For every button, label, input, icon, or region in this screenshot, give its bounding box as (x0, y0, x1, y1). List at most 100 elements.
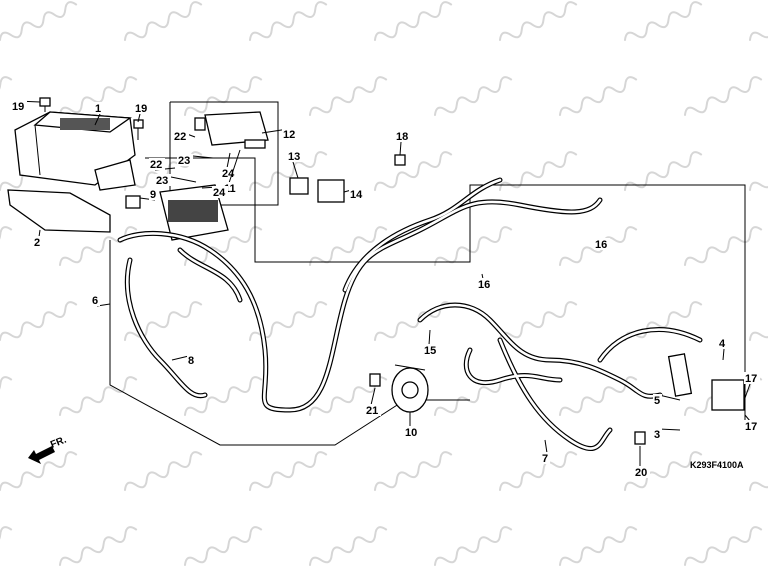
watermark-mark (309, 526, 388, 566)
part-callout-9: 9 (150, 189, 156, 201)
wire-highlight (598, 328, 702, 362)
watermark-mark (624, 1, 703, 41)
callout-background (718, 337, 727, 349)
part-callout-24: 24 (222, 168, 235, 180)
watermark-mark (434, 226, 513, 266)
leader-line (544, 439, 548, 454)
callout-background (634, 466, 650, 478)
watermark-mark (374, 1, 453, 41)
watermark-mark (499, 151, 578, 191)
watermark-mark (374, 151, 453, 191)
leader-line (228, 149, 241, 184)
part-callout-1: 1 (95, 103, 101, 115)
callout-background (212, 186, 228, 198)
callout-background (653, 394, 662, 406)
part-callout-3: 3 (654, 429, 660, 441)
watermark-mark (499, 1, 578, 41)
leader-line (658, 394, 681, 401)
watermark-mark (434, 526, 513, 566)
callout-background (423, 344, 439, 356)
horn (391, 364, 429, 413)
callout-background (149, 158, 165, 170)
callout-background (541, 452, 550, 464)
part-callout-14: 14 (350, 189, 363, 201)
part-callout-24: 24 (213, 187, 226, 199)
harness-frame-right (145, 157, 746, 420)
callout-background (653, 428, 662, 440)
wire (497, 337, 613, 452)
callout-background (287, 150, 303, 162)
part-callout-19: 19 (12, 101, 24, 113)
wire-highlight (464, 348, 562, 384)
part-callout-7: 7 (542, 453, 548, 465)
watermark-mark (0, 301, 78, 341)
bolt (634, 431, 646, 445)
watermark-mark (684, 226, 763, 266)
part-callout-23: 23 (178, 155, 190, 167)
part-callout-17: 17 (745, 421, 757, 433)
wire-highlight (343, 178, 502, 292)
wire-highlight (418, 303, 662, 398)
relay (317, 179, 345, 203)
callout-background (94, 102, 103, 114)
watermark-mark (124, 301, 203, 341)
leader-line (94, 113, 101, 126)
watermark-mark (59, 76, 138, 116)
callout-background (744, 420, 760, 432)
part-callout-17: 17 (745, 373, 757, 385)
callout-background (282, 128, 298, 140)
callout-background (177, 154, 193, 166)
callout-background (11, 100, 27, 112)
relay-box (194, 111, 269, 149)
callout-background (155, 174, 171, 186)
watermark-mark (0, 1, 78, 41)
part-callout-20: 20 (635, 467, 647, 479)
watermark-mark (249, 1, 328, 41)
watermark-mark (684, 76, 763, 116)
callout-background (404, 426, 420, 438)
watermark-mark (499, 301, 578, 341)
callout-background (173, 130, 189, 142)
wire (342, 177, 503, 293)
part-callout-6: 6 (92, 295, 98, 307)
ecu-bracket (7, 189, 111, 233)
callout-background (91, 294, 100, 306)
part-callout-16: 16 (478, 279, 490, 291)
watermark-mark (124, 451, 203, 491)
fuse-box (125, 184, 229, 241)
watermark-mark (749, 1, 768, 41)
bolt (394, 154, 406, 166)
callout-background (365, 404, 381, 416)
ignition-coil (667, 353, 745, 411)
relay-box-frame (169, 101, 279, 206)
part-callout-18: 18 (396, 131, 408, 143)
part-callout-21: 21 (366, 405, 378, 417)
wire-highlight (126, 258, 207, 398)
watermark-mark (249, 451, 328, 491)
watermark-mark (749, 451, 768, 491)
watermark-mark (624, 151, 703, 191)
watermark-mark (559, 76, 638, 116)
part-callout-22: 22 (150, 159, 162, 171)
watermark-mark (559, 376, 638, 416)
callout-background (349, 188, 365, 200)
part-callout-5: 5 (654, 395, 660, 407)
callout-background (594, 238, 610, 250)
part-callout-10: 10 (405, 427, 417, 439)
harness-frame-left (109, 240, 470, 446)
leader-line (428, 329, 431, 346)
watermark-mark (624, 301, 703, 341)
part-callout-16: 16 (595, 239, 607, 251)
watermark-mark (624, 451, 703, 491)
watermark-mark (0, 226, 13, 266)
bolt (133, 119, 144, 140)
part-callout-23: 23 (156, 175, 168, 187)
watermark-mark (0, 376, 13, 416)
callout-background (477, 278, 493, 290)
watermark-mark (249, 151, 328, 191)
watermark-mark (309, 76, 388, 116)
leader-line (658, 428, 681, 431)
watermark-mark (124, 1, 203, 41)
